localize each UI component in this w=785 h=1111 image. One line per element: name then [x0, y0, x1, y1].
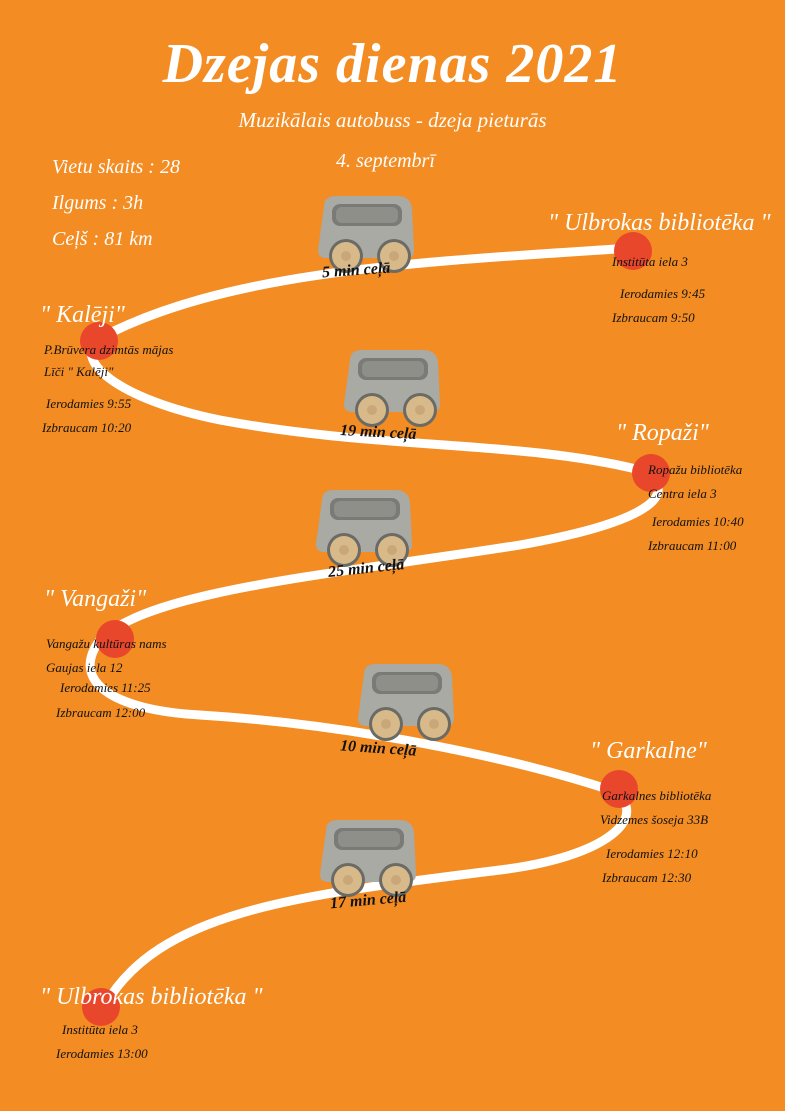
page-subtitle: Muzikālais autobuss - dzeja pieturās [238, 108, 547, 132]
stop-5-arrive: Ierodamies 12:10 [606, 846, 698, 861]
info-duration: Ilgums : 3h [52, 192, 144, 214]
stop-marker-icon [82, 988, 120, 1026]
stop-marker-icon [614, 232, 652, 270]
stop-6-arrive: Ierodamies 13:00 [56, 1046, 148, 1061]
stop-1-name: " Ulbrokas bibliotēka " [548, 210, 771, 236]
stop-3-line-1: Ropažu bibliotēka [648, 462, 743, 477]
stop-3-line-2: Centra iela 3 [648, 486, 717, 501]
info-distance: Ceļš : 81 km [52, 228, 153, 250]
stop-5-name: " Garkalne" [590, 738, 707, 764]
stop-4-line-1: Vangažu kultūras nams [46, 636, 167, 651]
stop-marker-icon [632, 454, 670, 492]
stop-4-name: " Vangaži" [44, 586, 147, 612]
stop-3-arrive: Ierodamies 10:40 [652, 514, 744, 529]
stop-marker-icon [600, 770, 638, 808]
stop-1-address: Institūta iela 3 [612, 254, 688, 269]
stop-1-arrive: Ierodamies 9:45 [620, 286, 706, 301]
stop-4-depart: Izbraucam 12:00 [56, 705, 146, 720]
stop-2-depart: Izbraucam 10:20 [42, 420, 132, 435]
stop-4-arrive: Ierodamies 11:25 [60, 680, 151, 695]
stop-2-arrive: Ierodamies 9:55 [46, 396, 132, 411]
stop-6-address: Institūta iela 3 [62, 1022, 138, 1037]
stop-2-line-2: Līči " Kalēji" [44, 364, 114, 379]
event-date: 4. septembrī [336, 150, 435, 172]
stop-5-line-1: Garkalnes bibliotēka [602, 788, 712, 803]
stop-5-depart: Izbraucam 12:30 [602, 870, 692, 885]
stop-5-line-2: Vidzemes šoseja 33B [600, 812, 709, 827]
stop-6-name: " Ulbrokas bibliotēka " [40, 984, 263, 1010]
stop-3-name: " Ropaži" [616, 420, 709, 446]
info-seats: Vietu skaits : 28 [52, 156, 180, 178]
stop-4-line-2: Gaujas iela 12 [46, 660, 123, 675]
stop-marker-icon [80, 322, 118, 360]
stop-marker-icon [96, 620, 134, 658]
stop-2-name: " Kalēji" [40, 302, 125, 328]
stop-2-line-1: P.Brūvera dzimtās mājas [44, 342, 174, 357]
stop-1-depart: Izbraucam 9:50 [612, 310, 695, 325]
page-title: Dzejas dienas 2021 [162, 33, 623, 95]
stop-3-depart: Izbraucam 11:00 [648, 538, 737, 553]
